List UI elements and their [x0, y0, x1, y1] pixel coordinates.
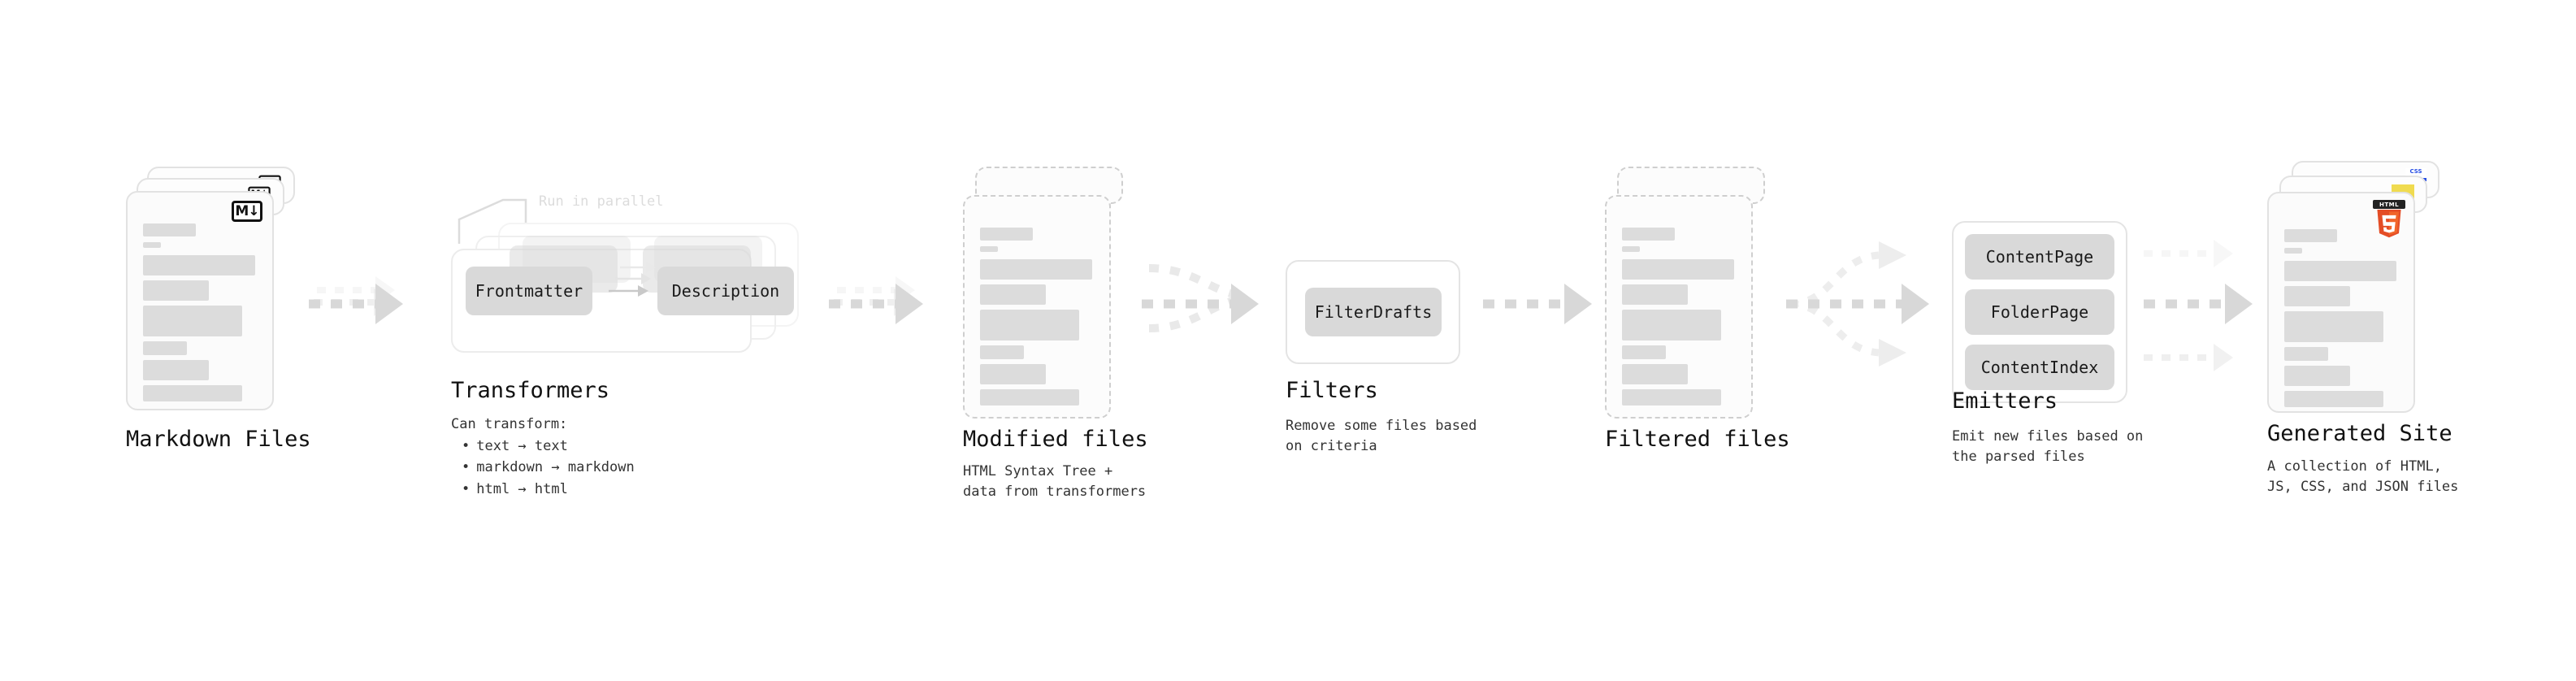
content-bar — [980, 246, 998, 252]
inner-arrow-icon — [609, 285, 648, 297]
transformers-bullet-list: text → text markdown → markdown html → h… — [462, 436, 635, 500]
content-bar — [1622, 345, 1666, 359]
chip-label: FilterDrafts — [1314, 302, 1433, 322]
list-item: html → html — [462, 479, 635, 500]
chip-label: ContentPage — [1985, 247, 2094, 267]
content-bar — [143, 360, 209, 380]
emitter-chip-contentpage[interactable]: ContentPage — [1965, 234, 2114, 280]
html5-shield-icon — [2377, 210, 2401, 238]
content-bar — [980, 284, 1046, 305]
card-content — [2269, 193, 2413, 411]
flow-arrow — [829, 281, 935, 327]
inner-arrow-icon — [620, 262, 656, 273]
content-bar — [143, 280, 209, 301]
content-bar — [980, 389, 1079, 406]
html5-badge: HTML — [2373, 200, 2405, 239]
transformers-desc-lead: Can transform: — [451, 416, 568, 432]
markdown-badge-text: M↓ — [235, 202, 259, 219]
content-bar — [1622, 284, 1688, 305]
list-item: markdown → markdown — [462, 457, 634, 478]
content-bar — [980, 310, 1079, 340]
flow-arrow — [2144, 237, 2249, 270]
filters-desc: Remove some files based on criteria — [1286, 418, 1477, 454]
generated-site-desc: A collection of HTML, JS, CSS, and JSON … — [2267, 458, 2459, 495]
flow-arrow — [1483, 281, 1605, 327]
emitters-desc: Emit new files based on the parsed files — [1952, 428, 2144, 465]
markdown-files-stack: M↓ M↓ M↓ — [126, 167, 297, 410]
content-bar — [2284, 311, 2383, 342]
chip-label: FolderPage — [1990, 302, 2089, 322]
content-bar — [2284, 347, 2328, 361]
card-content — [128, 193, 272, 409]
content-bar — [2284, 286, 2350, 306]
content-bar — [1622, 259, 1734, 280]
content-bar — [143, 385, 242, 401]
content-bar — [1622, 228, 1675, 241]
content-bar — [2284, 229, 2337, 242]
generated-site-card: HTML — [2267, 192, 2415, 413]
transformer-chip-description[interactable]: Description — [657, 267, 794, 315]
content-bar — [1622, 389, 1721, 406]
content-bar — [2284, 391, 2383, 407]
content-bar — [980, 345, 1024, 359]
content-bar — [980, 364, 1046, 384]
content-bar — [2284, 261, 2396, 281]
filter-chip-filterdrafts[interactable]: FilterDrafts — [1305, 288, 1442, 336]
chip-label: Frontmatter — [475, 281, 583, 301]
content-bar — [980, 228, 1033, 241]
content-bar — [143, 255, 255, 275]
modified-files-stack — [963, 167, 1134, 419]
content-bar — [2284, 366, 2350, 386]
generated-site-stack: CSS HTML — [2267, 161, 2446, 413]
chip-label: Description — [671, 281, 780, 301]
content-bar — [1622, 246, 1640, 252]
flow-arrow-fanout — [1789, 241, 1906, 367]
css-badge-text: CSS — [2409, 168, 2422, 175]
stage-title-filters: Filters — [1286, 378, 1378, 403]
filtered-file-card — [1605, 195, 1753, 419]
stage-title-modified-files: Modified files — [963, 427, 1148, 452]
stage-title-filtered-files: Filtered files — [1605, 427, 1790, 452]
modified-file-card — [963, 195, 1111, 419]
emitter-chip-folderpage[interactable]: FolderPage — [1965, 289, 2114, 335]
flow-arrow — [1786, 281, 1941, 327]
card-content — [1607, 197, 1751, 417]
content-bar — [1622, 364, 1688, 384]
content-bar — [143, 223, 196, 236]
card-content — [965, 197, 1109, 417]
markdown-badge: M↓ — [232, 201, 262, 222]
content-bar — [2284, 248, 2302, 254]
chip-label: ContentIndex — [1980, 358, 2099, 377]
stage-title-transformers: Transformers — [451, 378, 610, 403]
content-bar — [1622, 310, 1721, 340]
stage-title-emitters: Emitters — [1952, 388, 2058, 414]
content-bar — [980, 259, 1092, 280]
content-bar — [143, 242, 161, 248]
inner-arrow-icon — [615, 273, 651, 284]
list-item: text → text — [462, 436, 635, 457]
transformer-chip-frontmatter[interactable]: Frontmatter — [466, 267, 592, 315]
html5-badge-text: HTML — [2373, 200, 2405, 209]
parallel-annotation: Run in parallel — [539, 193, 664, 210]
flow-arrow — [2144, 281, 2266, 327]
parallel-bracket-icon — [458, 198, 527, 244]
flow-arrow — [2144, 341, 2249, 374]
modified-files-desc: HTML Syntax Tree + data from transformer… — [963, 463, 1147, 500]
content-bar — [143, 341, 187, 355]
markdown-file-card: M↓ — [126, 191, 274, 410]
stage-title-markdown-files: Markdown Files — [126, 427, 311, 452]
flow-arrow — [1142, 281, 1272, 327]
stage-title-generated-site: Generated Site — [2267, 421, 2452, 446]
flow-arrow — [309, 281, 414, 327]
card-stack: M↓ M↓ M↓ — [126, 167, 297, 410]
emitter-chip-contentindex[interactable]: ContentIndex — [1965, 345, 2114, 390]
filtered-files-stack — [1605, 167, 1776, 419]
content-bar — [143, 306, 242, 336]
